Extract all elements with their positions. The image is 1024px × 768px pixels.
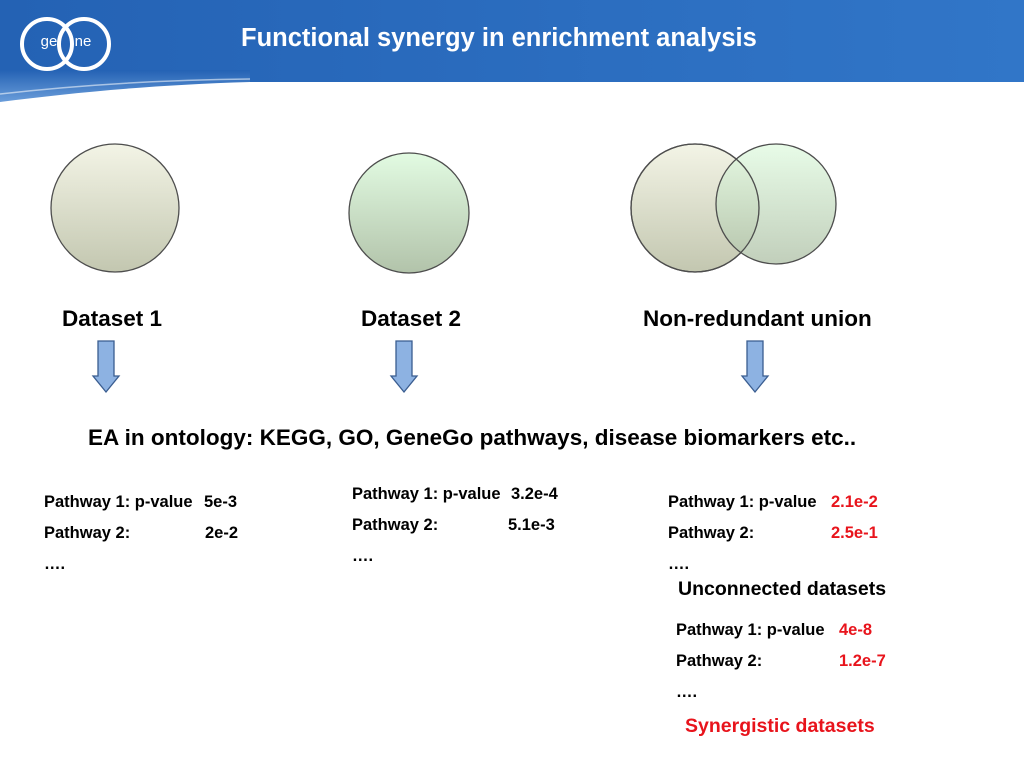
dataset2-row1-value: 3.2e-4 (511, 485, 558, 503)
dataset1-more: …. (44, 555, 66, 573)
dataset1-down-arrow (91, 340, 121, 394)
slide-title: Functional synergy in enrichment analysi… (241, 24, 757, 52)
dataset2-down-arrow (389, 340, 419, 394)
union-label: Non-redundant union (643, 306, 872, 331)
union-unconnected-row2-label: Pathway 2: (668, 524, 755, 542)
dataset1-row1-value: 5e-3 (204, 493, 238, 511)
union-down-arrow (740, 340, 770, 394)
union-unconnected-row1-value: 2.1e-2 (831, 493, 878, 511)
logo-text-right: ne (75, 33, 92, 50)
header-band (0, 0, 1024, 82)
dataset2-row1-label: Pathway 1: p-value (352, 485, 501, 503)
dataset2-row2-value: 5.1e-3 (508, 516, 555, 534)
synergistic-verdict: Synergistic datasets (685, 715, 875, 737)
logo-right-ring (57, 17, 111, 71)
union-synergistic-more: …. (676, 683, 698, 701)
ontology-statement: EA in ontology: KEGG, GO, GeneGo pathway… (88, 425, 857, 450)
dataset2-label: Dataset 2 (361, 306, 462, 331)
union-unconnected-more: …. (668, 555, 690, 573)
union-dataset2-circle (715, 143, 837, 265)
logo-left-ring (20, 17, 74, 71)
union-synergistic-row1-value: 4e-8 (839, 621, 873, 639)
union-synergistic-row2-value: 1.2e-7 (839, 652, 886, 670)
dataset2-more: …. (352, 547, 374, 565)
dataset1-row2-value: 2e-2 (205, 524, 239, 542)
dataset1-row2-label: Pathway 2: (44, 524, 131, 542)
dataset1-label: Dataset 1 (62, 306, 163, 331)
header-banner: ge ne (0, 0, 1024, 102)
union-unconnected-row1-label: Pathway 1: p-value (668, 493, 817, 511)
header-swoosh (0, 70, 250, 102)
dataset1-circle (50, 143, 180, 273)
dataset1-row1-label: Pathway 1: p-value (44, 493, 193, 511)
union-synergistic-row2-label: Pathway 2: (676, 652, 763, 670)
union-venn (630, 143, 837, 273)
union-dataset1-outline (630, 143, 760, 273)
header-swoosh-line (0, 78, 251, 95)
logo-text-left: ge (41, 33, 58, 50)
dataset2-circle (348, 152, 470, 274)
genego-logo: ge ne (20, 17, 111, 71)
union-synergistic-row1-label: Pathway 1: p-value (676, 621, 825, 639)
dataset2-row2-label: Pathway 2: (352, 516, 439, 534)
unconnected-verdict: Unconnected datasets (678, 578, 887, 600)
union-unconnected-row2-value: 2.5e-1 (831, 524, 878, 542)
